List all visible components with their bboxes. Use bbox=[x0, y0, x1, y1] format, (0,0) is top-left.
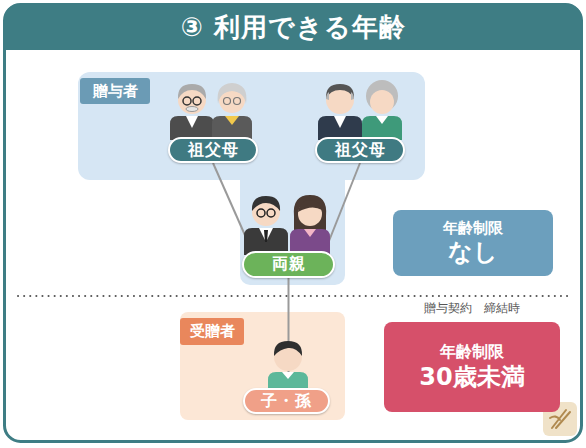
role-tag: 贈与者 bbox=[80, 78, 150, 104]
grandparents-label: 祖父母 bbox=[315, 137, 405, 163]
box-text: 年齢制限 bbox=[443, 219, 503, 238]
box-text: 年齢制限 bbox=[440, 342, 504, 362]
outer-frame bbox=[5, 5, 582, 442]
child-figure bbox=[268, 341, 308, 392]
separator bbox=[18, 295, 568, 297]
role-tag: 受贈者 bbox=[180, 318, 244, 345]
grandfather-figure bbox=[170, 84, 214, 140]
father-figure bbox=[244, 196, 288, 255]
grandfather-figure bbox=[318, 84, 362, 140]
grandparents-label: 祖父母 bbox=[168, 137, 258, 163]
mother-figure bbox=[290, 195, 330, 255]
grandmother-figure bbox=[212, 83, 252, 140]
age-limit-box: 年齢制限なし bbox=[393, 210, 553, 276]
pill-label: 祖父母 bbox=[188, 140, 239, 161]
parents-label: 両親 bbox=[242, 251, 335, 278]
title: ③ 利用できる年齢 bbox=[0, 5, 586, 50]
pill-label: 子・孫 bbox=[261, 391, 312, 412]
child-label: 子・孫 bbox=[243, 388, 330, 414]
family-line bbox=[325, 163, 360, 251]
grandmother-figure bbox=[362, 80, 402, 140]
giver-region: 贈与者祖父母 祖父母両親 bbox=[78, 72, 425, 285]
pill-label: 祖父母 bbox=[335, 140, 386, 161]
box-text: なし bbox=[448, 237, 498, 267]
receiver-region: 受贈者子・孫 bbox=[180, 312, 345, 420]
box-text: 30歳未満 bbox=[419, 362, 524, 392]
box-heading: 贈与契約 締結時 bbox=[384, 300, 560, 316]
pill-label: 両親 bbox=[272, 254, 306, 275]
box-body: 年齢制限30歳未満 bbox=[384, 322, 560, 412]
age-limit-box: 贈与契約 締結時年齢制限30歳未満 bbox=[384, 300, 560, 412]
family-line bbox=[288, 278, 290, 388]
